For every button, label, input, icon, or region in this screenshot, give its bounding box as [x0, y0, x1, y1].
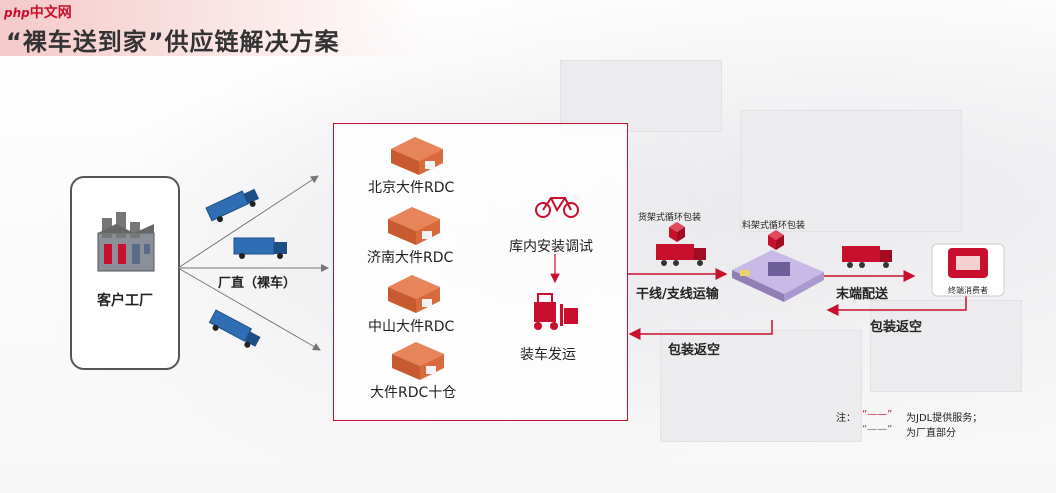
background-building: [870, 300, 1022, 392]
page-title: “裸车送到家”供应链解决方案: [6, 28, 340, 56]
red-truck-icon: [842, 246, 892, 268]
note-prefix: 注：: [836, 413, 856, 424]
direct-arrow-lower: [177, 267, 321, 351]
rdc-label-ten-warehouses: 大件RDC十仓: [370, 385, 457, 401]
customer-factory-label: 客户工厂: [97, 293, 153, 309]
return-label-1: 包装返空: [668, 343, 721, 358]
sorting-hub-icon: [732, 250, 824, 302]
direct-arrow-upper: [177, 175, 319, 269]
last-mile-label: 末端配送: [836, 287, 889, 302]
note-direct-mark: “——”: [862, 424, 893, 435]
logo-text: 中文网: [29, 5, 72, 21]
material-packaging-label: 料架式循环包装: [742, 221, 806, 231]
factory-icon: [97, 212, 155, 272]
rdc-network-box: [333, 123, 628, 421]
rdc-label-jinan: 济南大件RDC: [367, 250, 454, 266]
red-truck-icon: [656, 244, 706, 266]
background-building: [660, 330, 862, 442]
shelf-packaging-label: 货架式循环包装: [638, 213, 702, 223]
return-arrow-2: [826, 296, 967, 316]
trunk-label: 干线/支线运输: [636, 287, 719, 302]
background-building: [560, 60, 722, 132]
truck-icon: [208, 309, 261, 348]
note-jdl-mark: “——”: [862, 409, 893, 420]
rdc-label-beijing: 北京大件RDC: [368, 180, 455, 196]
consumer-label: 终端消费者: [948, 286, 988, 295]
customer-factory-box: 客户工厂: [70, 176, 180, 370]
return-label-2: 包装返空: [870, 320, 923, 335]
install-label: 库内安装调试: [509, 239, 593, 255]
package-icon: [669, 222, 685, 242]
site-logo[interactable]: php中文网: [4, 2, 72, 22]
load-label: 装车发运: [520, 347, 576, 363]
direct-label: 厂直（裸车）: [218, 276, 297, 291]
consumer-card: [931, 243, 1005, 297]
background-building: [740, 110, 962, 232]
return-arrow-1: [628, 320, 773, 340]
package-icon: [768, 230, 784, 250]
rdc-label-zhongshan: 中山大件RDC: [368, 319, 455, 335]
note-jdl-text: 为JDL提供服务；: [906, 413, 983, 424]
truck-icon: [233, 237, 287, 259]
header-band: [0, 0, 430, 56]
truck-icon: [205, 188, 260, 223]
note-direct-text: 为厂直部分: [906, 428, 956, 439]
logo-php: php: [4, 6, 30, 20]
